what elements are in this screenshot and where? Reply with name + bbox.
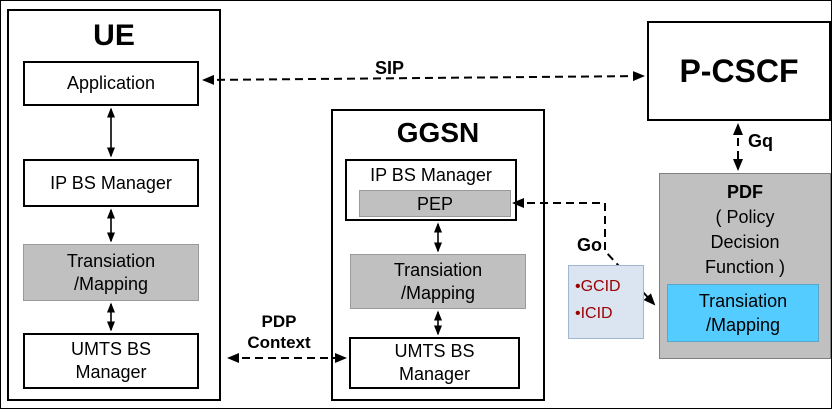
ggsn-translation-mapping-box: Transiation /Mapping [350,254,526,309]
ue-translation-line1: Transiation [66,250,156,271]
pdf-translation-line2: /Mapping [705,315,781,335]
gq-interface-label: Gq [748,131,773,151]
ue-application-label: Application [66,73,156,93]
ggsn-translation-line2: /Mapping [400,282,476,303]
ggsn-pep-label: PEP [416,193,454,214]
ggsn-translation-line1: Transiation [393,259,483,280]
pdp-context-line1: PDP [261,312,297,331]
pdf-title: PDF [727,182,763,202]
ggsn-title: GGSN [396,117,480,148]
go-interface-label: Go [577,235,602,255]
icid-label: •ICID [575,305,613,322]
pdf-subtitle-line1: ( Policy [715,207,775,227]
ue-translation-line2: /Mapping [73,273,149,294]
pdp-context-line2: Context [247,333,311,352]
ggsn-umts-line1: UMTS BS [394,341,475,361]
pdf-subtitle-line3: Function ) [704,257,786,277]
gcid-label: •GCID [575,278,621,295]
pdf-translation-mapping-box: Transiation /Mapping [667,284,819,342]
ue-ip-bs-manager-box: IP BS Manager [23,159,199,207]
ggsn-umts-bs-manager-box: UMTS BS Manager [349,337,520,389]
ue-title: UE [93,19,135,52]
ue-application-box: Application [23,61,199,106]
ggsn-pep-box: PEP [359,190,511,217]
ue-umts-bs-manager-box: UMTS BS Manager [23,333,199,389]
pdf-translation-line1: Transiation [698,291,788,311]
ue-ip-bs-manager-label: IP BS Manager [50,172,172,193]
sip-link [202,71,645,85]
pdf-subtitle-line2: Decision [710,232,780,252]
sip-interface-label: SIP [375,58,405,78]
ue-translation-mapping-box: Transiation /Mapping [23,244,199,301]
ue-umts-line2: Manager [75,362,147,382]
ue-umts-line1: UMTS BS [70,339,151,359]
pcscf-title: P-CSCF [679,52,799,89]
pcscf-box: P-CSCF [647,21,831,121]
ggsn-ip-bs-manager-label: IP BS Manager [370,165,492,185]
ggsn-umts-line2: Manager [398,364,471,384]
gcid-icid-note: •GCID •ICID [568,265,644,339]
pdp-context-label: PDP Context [231,311,327,353]
